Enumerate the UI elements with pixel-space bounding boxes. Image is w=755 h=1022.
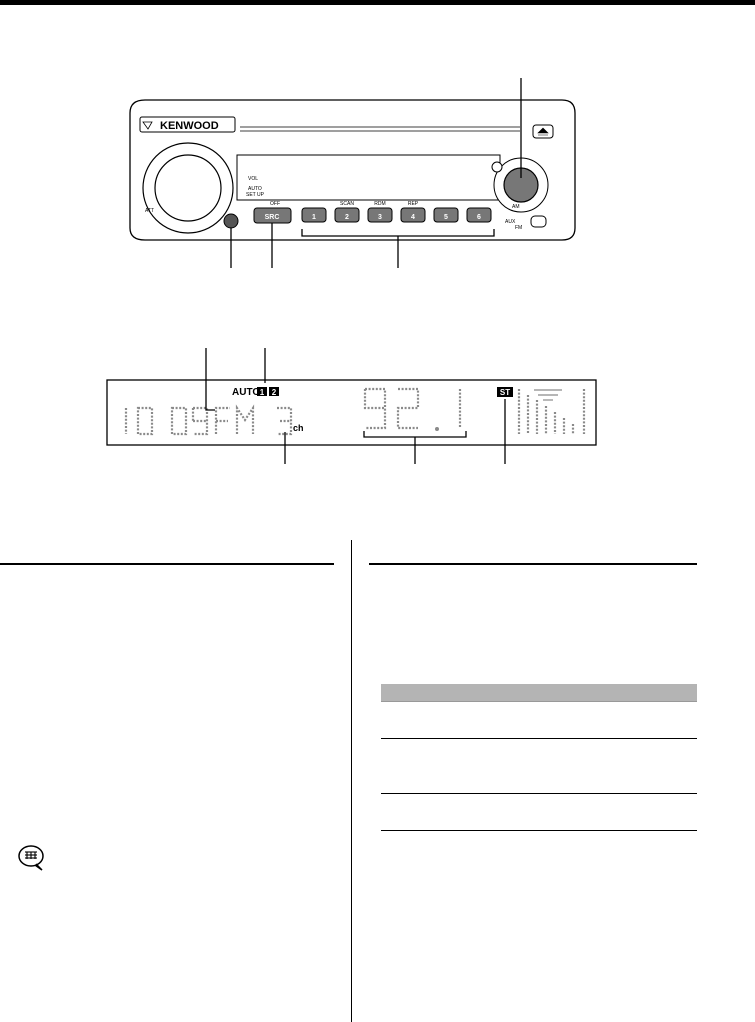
- fm-button[interactable]: [530, 215, 547, 228]
- eject-icon: [537, 127, 549, 136]
- page-top-bar: [0, 0, 755, 5]
- src-button-label: SRC: [265, 214, 280, 221]
- att-label: ATT: [145, 208, 154, 214]
- preset-label-4: 4: [411, 214, 415, 221]
- spectrum-meter: [517, 389, 586, 434]
- note-icon: [18, 845, 44, 871]
- preset-button-1[interactable]: [301, 207, 327, 223]
- small-round-button[interactable]: [491, 161, 503, 173]
- left-column-rule: [0, 563, 334, 565]
- table-row: [381, 739, 697, 794]
- clock-digit-0b: [170, 406, 188, 436]
- column-divider: [351, 540, 352, 1022]
- table-row: [381, 702, 697, 739]
- settings-table: [381, 684, 697, 831]
- preset-button-5[interactable]: [433, 207, 459, 223]
- table-header: [381, 684, 697, 702]
- seek-badge-2: [269, 387, 279, 396]
- preset-button-3[interactable]: [367, 207, 393, 223]
- right-column-rule: [369, 563, 697, 565]
- table-row: [381, 794, 697, 831]
- volume-knob[interactable]: [154, 154, 222, 222]
- preset-label-5: 5: [444, 214, 448, 221]
- preset-label-6: 6: [477, 214, 481, 221]
- knob-label-setup: SET UP: [246, 192, 265, 198]
- display-callouts: [205, 348, 506, 464]
- clock-digit-9: [191, 406, 209, 436]
- knob-label-auto: AUTO: [248, 186, 262, 192]
- preset-unit: ch: [293, 423, 304, 433]
- logo-plate: [139, 116, 236, 133]
- preset-label-1: 1: [312, 214, 316, 221]
- seek-badge-1: [257, 387, 267, 396]
- knob-label-vol: VOL: [248, 176, 258, 182]
- freq-digit-9: [363, 387, 387, 430]
- preset-digit: [277, 406, 293, 436]
- preset-label-2: 2: [345, 214, 349, 221]
- disc-slot: [240, 126, 520, 132]
- faceplate-illustration: KENWOOD VOL AUTO SET UP ATT SRC OFF 1 2 …: [129, 78, 576, 268]
- seek-badge-1-label: 1: [260, 388, 265, 397]
- freq-decimal-point: [435, 427, 439, 431]
- display-illustration: AUTO 1 2 ST ch: [106, 348, 597, 464]
- off-label: OFF: [270, 201, 280, 207]
- preset-function-rep: REP: [408, 201, 419, 207]
- lcd-frame: [106, 379, 597, 446]
- clock-digit-0: [136, 406, 154, 436]
- lcd-segments: [124, 387, 586, 436]
- preset-function-rdm: RDM: [374, 201, 385, 207]
- seek-badge-2-label: 2: [272, 388, 277, 397]
- preset-button-4[interactable]: [400, 207, 426, 223]
- brand-logo: KENWOOD: [160, 120, 219, 132]
- am-label: AM: [512, 204, 520, 210]
- preset-function-scan: SCAN: [340, 201, 354, 207]
- band-m: [235, 404, 255, 434]
- stereo-badge: [497, 387, 513, 397]
- eq-icon: [534, 389, 562, 401]
- seek-mode-indicator: AUTO: [232, 387, 260, 398]
- faceplate-callouts: [230, 78, 522, 268]
- fm-label: FM: [515, 225, 522, 231]
- band-f: [214, 406, 230, 434]
- preset-buttons: 1 2 3 4 5 6 SCAN RDM REP: [301, 201, 492, 223]
- preset-label-3: 3: [378, 214, 382, 221]
- stereo-badge-label: ST: [500, 388, 510, 397]
- release-icon: [142, 121, 153, 130]
- preset-button-6[interactable]: [466, 207, 492, 223]
- aux-label: AUX: [505, 219, 516, 225]
- preset-button-2[interactable]: [334, 207, 360, 223]
